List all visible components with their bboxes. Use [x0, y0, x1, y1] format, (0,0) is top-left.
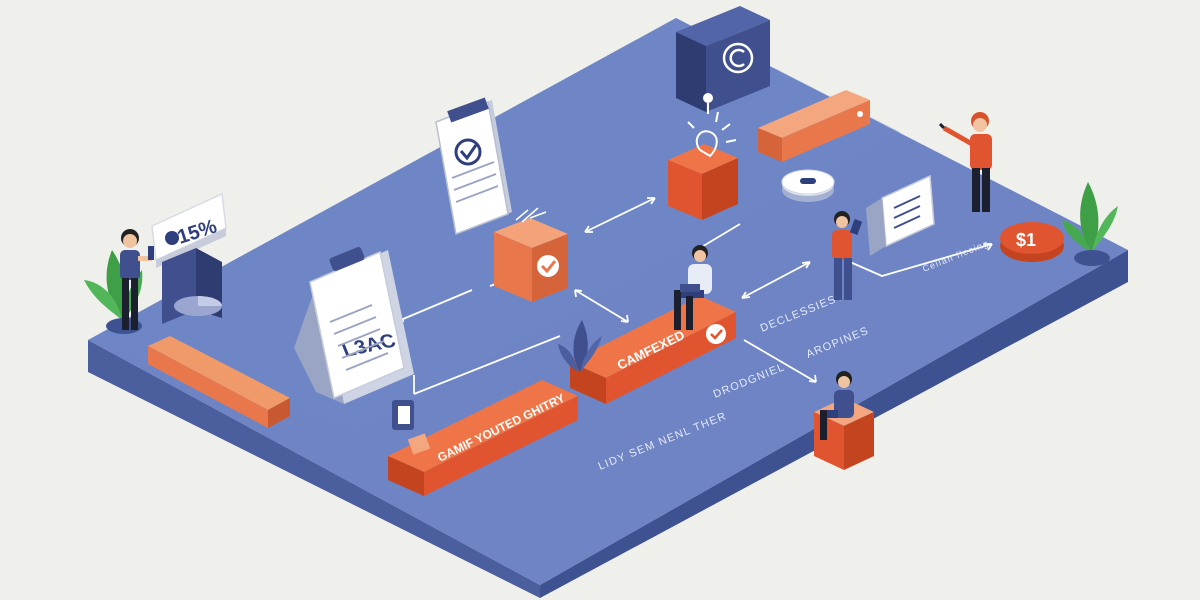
connector-lines — [395, 197, 993, 395]
person-icon — [938, 112, 992, 212]
person-icon — [832, 211, 863, 300]
document-sign: L3AC — [294, 247, 414, 404]
arrow-right-branch — [849, 243, 993, 277]
plant-icon — [558, 320, 602, 372]
note-card — [866, 174, 935, 256]
chat-bubble-icon — [392, 400, 431, 455]
arrow-center-top — [584, 197, 656, 233]
orange-bar-left — [148, 336, 290, 428]
arrowhead-5 — [808, 374, 817, 383]
platform-top — [88, 18, 1128, 585]
copyright-safe — [676, 6, 770, 114]
document-check-icon — [435, 97, 512, 236]
platform — [88, 18, 1128, 598]
arrow-right-diag — [741, 261, 811, 299]
arrow-under-doc — [699, 223, 741, 249]
platform-top-shade — [88, 18, 900, 430]
dollar-bag-icon — [165, 231, 179, 245]
idea-box — [668, 111, 738, 220]
person-icon — [120, 229, 154, 330]
center-beam: CAMFEXED — [570, 296, 736, 404]
arrowheads-2 — [584, 197, 656, 233]
checkmark-icon — [537, 255, 559, 277]
arrow-left-diag — [395, 289, 473, 323]
arrow-bottom-left — [413, 335, 561, 395]
bar-chart-block — [162, 248, 222, 324]
copyright-icon — [722, 42, 754, 74]
platform-left-side — [88, 340, 540, 598]
orange-beam-top-right — [758, 90, 870, 162]
arrowheads-3 — [574, 289, 629, 323]
arrowheads-4 — [741, 261, 811, 299]
coin-text: $1 — [1016, 230, 1036, 250]
arrowhead-6 — [984, 243, 993, 251]
arrow-box-to-person — [574, 289, 629, 323]
person-icon — [674, 245, 712, 330]
dollar-icon: $1 — [1000, 222, 1064, 262]
plant-icon — [1062, 182, 1118, 266]
check-box — [494, 207, 568, 302]
toggle-icon — [781, 169, 835, 202]
person-icon — [820, 371, 854, 440]
arrow-to-bottom-person — [743, 339, 817, 383]
lightbulb-icon — [695, 130, 718, 158]
